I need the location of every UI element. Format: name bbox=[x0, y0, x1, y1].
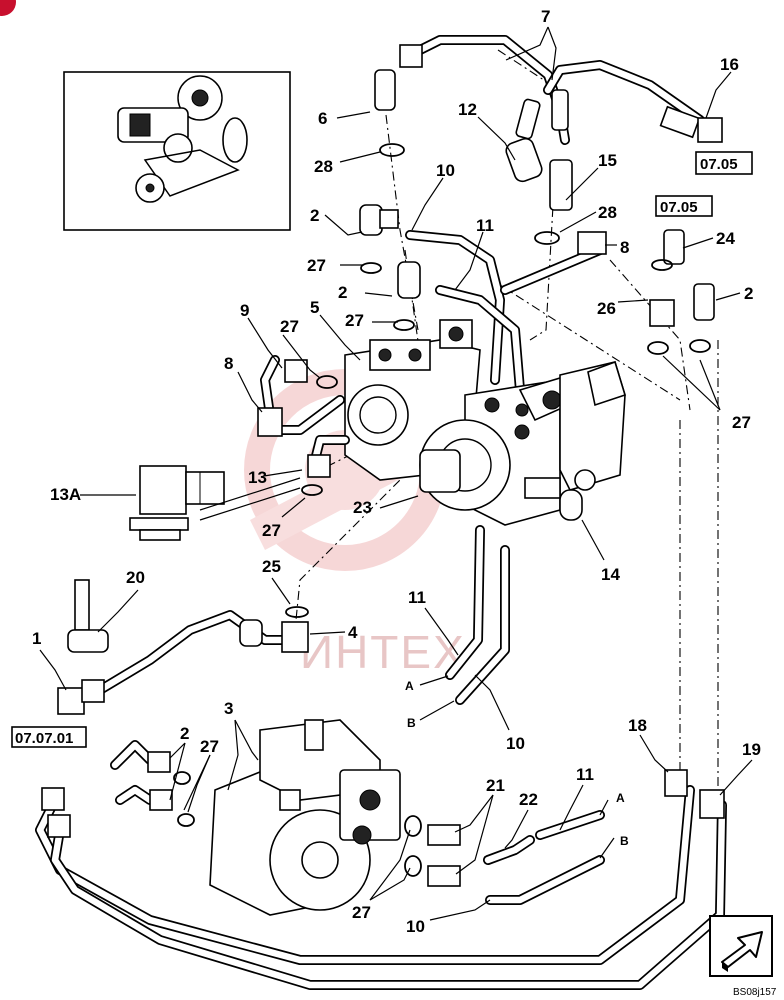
callout-27f: 27 bbox=[200, 737, 219, 756]
letter-b-right: B bbox=[620, 834, 629, 848]
section-ref-boxes: 07.05 07.05 07.07.01 bbox=[11, 151, 753, 748]
inset-overview bbox=[63, 71, 291, 231]
callout-3: 3 bbox=[224, 699, 233, 718]
callout-7: 7 bbox=[541, 7, 550, 26]
assembly-overview-icon bbox=[117, 75, 248, 203]
o-rings bbox=[173, 143, 711, 877]
callout-8b: 8 bbox=[224, 354, 233, 373]
callout-5: 5 bbox=[310, 298, 319, 317]
callout-2b: 2 bbox=[338, 283, 347, 302]
callout-1: 1 bbox=[32, 629, 41, 648]
callout-27g: 27 bbox=[352, 903, 371, 922]
return-lines bbox=[35, 769, 727, 990]
callout-9: 9 bbox=[240, 301, 249, 320]
callout-10b: 10 bbox=[506, 734, 525, 753]
left-elbows bbox=[257, 355, 350, 478]
callout-22: 22 bbox=[519, 790, 538, 809]
callout-23: 23 bbox=[353, 498, 372, 517]
callout-14: 14 bbox=[601, 565, 620, 584]
pump-assembly bbox=[209, 719, 401, 916]
mid-hoses bbox=[445, 525, 510, 705]
direction-arrow-icon bbox=[709, 915, 773, 977]
callout-21: 21 bbox=[486, 776, 505, 795]
pump-fittings-right bbox=[427, 810, 605, 905]
lower-left-hose bbox=[57, 579, 309, 715]
callout-10a: 10 bbox=[436, 161, 455, 180]
callout-18: 18 bbox=[628, 716, 647, 735]
upper-tube-10 bbox=[405, 230, 505, 385]
callout-27d: 27 bbox=[732, 413, 751, 432]
valve-body bbox=[344, 319, 582, 526]
callout-25: 25 bbox=[262, 557, 281, 576]
corner-mark bbox=[0, 0, 16, 16]
callout-13a: 13A bbox=[50, 485, 81, 504]
callout-11c: 11 bbox=[576, 765, 594, 784]
pump-fittings-left bbox=[110, 740, 173, 811]
callout-11b: 11 bbox=[408, 588, 426, 607]
callout-4: 4 bbox=[348, 623, 358, 642]
callout-27e: 27 bbox=[262, 521, 281, 540]
callout-2d: 2 bbox=[180, 724, 189, 743]
solenoid-valve bbox=[524, 360, 626, 521]
callout-27b: 27 bbox=[280, 317, 299, 336]
watermark-text: ИНТЕХ bbox=[300, 626, 466, 678]
leader-lines bbox=[39, 26, 753, 921]
callout-8a: 8 bbox=[620, 238, 629, 257]
callout-13: 13 bbox=[248, 468, 267, 487]
callout-2c: 2 bbox=[744, 284, 753, 303]
callout-10c: 10 bbox=[406, 917, 425, 936]
section-ref-mid: 07.05 bbox=[660, 199, 698, 216]
callout-28b: 28 bbox=[598, 203, 617, 222]
letter-a-right: A bbox=[616, 791, 625, 805]
section-ref-left: 07.07.01 bbox=[15, 730, 73, 747]
callout-11a: 11 bbox=[476, 216, 494, 235]
callout-6: 6 bbox=[318, 109, 327, 128]
callout-2a: 2 bbox=[310, 206, 319, 225]
callout-26: 26 bbox=[597, 299, 616, 318]
callout-16: 16 bbox=[720, 55, 739, 74]
rod-8 bbox=[500, 245, 605, 295]
letter-a-mid: A bbox=[405, 679, 414, 693]
callout-27a: 27 bbox=[307, 256, 326, 275]
letter-b-mid: B bbox=[407, 716, 416, 730]
detail-13a bbox=[129, 465, 225, 541]
callout-27c: 27 bbox=[345, 311, 364, 330]
callout-24: 24 bbox=[716, 229, 735, 248]
callout-labels: 7 16 6 12 15 28 10 28 2 11 24 8 27 2 26 … bbox=[32, 7, 761, 936]
drawing-code: BS08j157 bbox=[733, 987, 777, 998]
callout-12: 12 bbox=[458, 100, 477, 119]
callout-28a: 28 bbox=[314, 157, 333, 176]
callout-20: 20 bbox=[126, 568, 145, 587]
upper-tube-11 bbox=[435, 285, 525, 395]
upper-fittings bbox=[359, 44, 723, 327]
callout-19: 19 bbox=[742, 740, 761, 759]
line-letters: A B A B bbox=[405, 679, 629, 848]
callout-15: 15 bbox=[598, 151, 617, 170]
section-ref-top: 07.05 bbox=[700, 156, 738, 173]
